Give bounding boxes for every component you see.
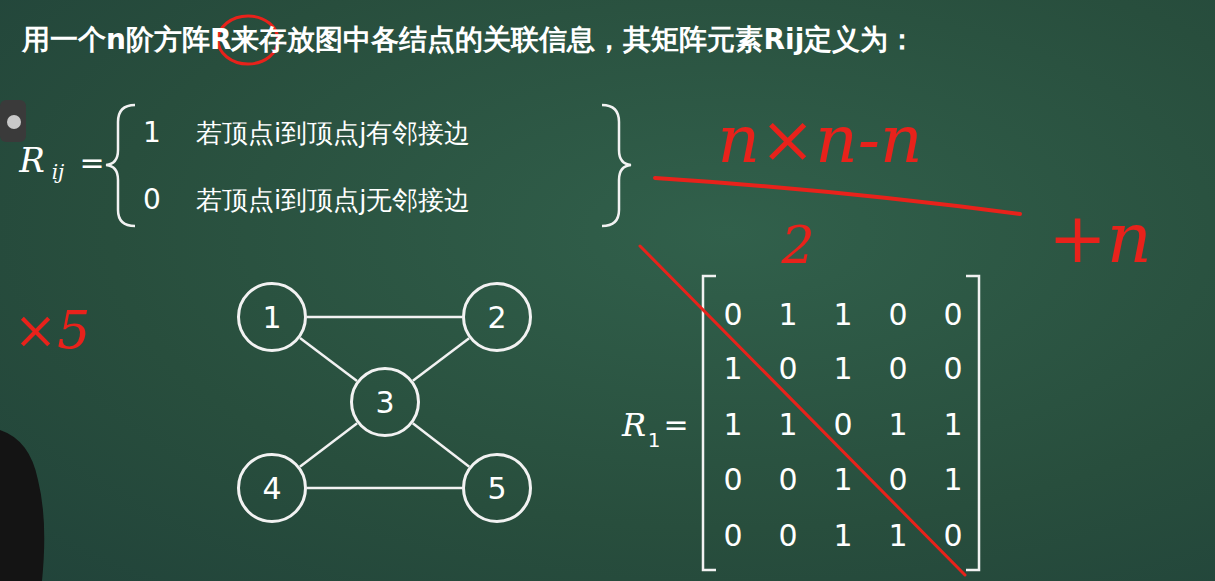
handwritten-note: ×5 — [14, 304, 91, 356]
matrix-cell: 0 — [778, 465, 797, 495]
graph-edge — [307, 317, 462, 318]
matrix-cell: 0 — [943, 300, 962, 330]
matrix-cell: 1 — [833, 521, 852, 551]
handwritten-denominator: 2 — [781, 219, 814, 271]
subscript: ij — [52, 162, 65, 182]
vertex-number: 3 — [375, 385, 394, 420]
handwritten-term: +n — [1048, 203, 1152, 273]
presenter-shape — [0, 430, 44, 581]
matrix-cell: 0 — [943, 521, 962, 551]
matrix-cell: 0 — [943, 354, 962, 384]
matrix-cell: 1 — [833, 465, 852, 495]
vertex-circle: 4 — [237, 453, 307, 523]
matrix-cell: 1 — [833, 300, 852, 330]
equals-sign: = — [79, 148, 104, 178]
vertex-number: 2 — [487, 300, 506, 335]
graph-edge — [300, 338, 357, 381]
matrix-cell: 0 — [723, 465, 742, 495]
matrix-cell: 1 — [723, 410, 742, 440]
matrix-right-bracket — [966, 276, 979, 570]
graph-edge — [300, 423, 357, 467]
case-value: 1 — [143, 119, 161, 147]
matrix-cell: 1 — [723, 354, 742, 384]
right-brace — [602, 105, 631, 226]
equals-sign: = — [663, 410, 688, 440]
matrix-cell: 1 — [778, 410, 797, 440]
slide-title: 用一个n阶方阵R来存放图中各结点的关联信息，其矩阵元素Rij定义为： — [22, 26, 916, 54]
matrix-cell: 0 — [778, 521, 797, 551]
vertex-circle: 2 — [462, 282, 532, 352]
case-condition: 若顶点i到顶点j无邻接边 — [196, 187, 470, 213]
case-value: 0 — [143, 186, 161, 214]
matrix-cell: 0 — [888, 354, 907, 384]
left-brace — [106, 105, 135, 226]
graph-edge — [307, 488, 462, 489]
vertex-circle: 5 — [462, 453, 532, 523]
glasses-lens — [7, 115, 21, 129]
matrix-cell: 1 — [888, 521, 907, 551]
red-diagonal-stroke — [640, 246, 965, 575]
graph-edge — [413, 338, 469, 381]
vertex-number: 4 — [262, 471, 281, 506]
matrix-cell: 1 — [943, 410, 962, 440]
matrix-symbol: R — [19, 143, 45, 177]
vertex-circle: 1 — [237, 282, 307, 352]
matrix-cell: 0 — [723, 521, 742, 551]
vertex-number: 1 — [262, 300, 281, 335]
red-fraction-bar — [655, 178, 1020, 214]
vertex-number: 5 — [487, 471, 506, 506]
handwritten-numerator: n×n-n — [717, 107, 922, 173]
graph-edge — [413, 423, 469, 466]
matrix-cell: 1 — [943, 465, 962, 495]
matrix-cell: 0 — [778, 354, 797, 384]
presenter-glasses — [0, 100, 26, 142]
matrix-cell: 0 — [888, 465, 907, 495]
matrix-cell: 0 — [833, 410, 852, 440]
matrix-cell: 1 — [833, 354, 852, 384]
case-condition: 若顶点i到顶点j有邻接边 — [196, 120, 470, 146]
matrix-name: R — [622, 409, 646, 441]
matrix-cell: 1 — [888, 410, 907, 440]
matrix-cell: 0 — [888, 300, 907, 330]
matrix-cell: 1 — [778, 300, 797, 330]
vertex-circle: 3 — [350, 367, 420, 437]
matrix-cell: 0 — [723, 300, 742, 330]
subscript: 1 — [648, 430, 661, 450]
